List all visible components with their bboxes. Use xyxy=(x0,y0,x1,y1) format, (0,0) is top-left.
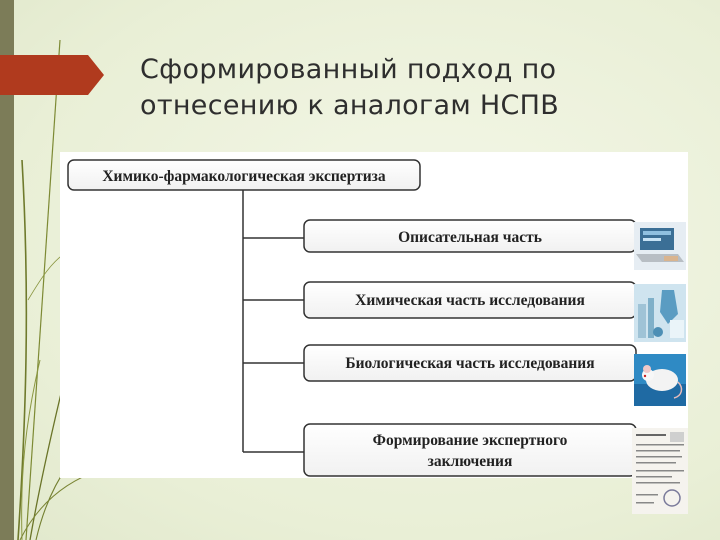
branch-label-1: Описательная часть xyxy=(398,229,542,246)
grass-decoration xyxy=(17,39,121,540)
laptop-photo-icon xyxy=(634,222,686,270)
branch-label-4-line-1: Формирование экспертного xyxy=(373,432,568,449)
document-photo-icon xyxy=(632,428,688,514)
lab-mouse-photo-icon xyxy=(634,354,686,406)
root-box xyxy=(67,159,421,191)
root-label: Химико-фармакологическая экспертиза xyxy=(102,168,386,185)
branch-label-2: Химическая часть исследования xyxy=(355,292,585,309)
left-color-band xyxy=(0,0,14,540)
laboratory-photo-icon xyxy=(634,284,686,342)
branch-label-3: Биологическая часть исследования xyxy=(345,355,594,372)
slide-title: Сформированный подход по отнесению к ана… xyxy=(140,54,560,121)
title-arrow-banner xyxy=(0,55,104,95)
structure-diagram: Химико-фармакологическая экспертиза Опис… xyxy=(67,159,637,477)
branch-label-4-line-2: заключения xyxy=(428,453,513,470)
